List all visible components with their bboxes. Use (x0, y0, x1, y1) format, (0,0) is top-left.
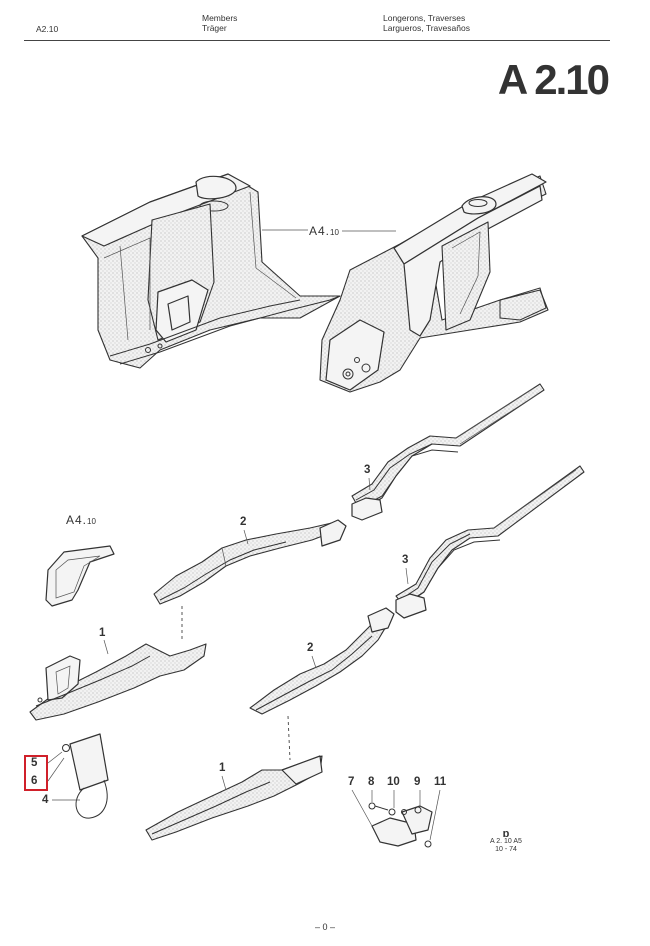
alignment-line (287, 715, 291, 761)
ref-label-small: 10 (330, 228, 339, 237)
stamp-line2: 10 - 74 (495, 846, 517, 853)
ref-label: A4. (66, 513, 88, 527)
callout-3-lower: 3 (402, 554, 409, 566)
callout-6: 6 (31, 775, 38, 787)
highlight-box (24, 755, 48, 791)
callout-10: 10 (387, 776, 400, 788)
header-title-en: Members (202, 13, 238, 23)
callout-ref-top: A4.10 (309, 224, 339, 238)
page-number: – 0 – (314, 922, 336, 932)
callout-2-lower: 2 (307, 642, 314, 654)
part-3-lower (395, 465, 585, 619)
mount-bracket-assembly (351, 789, 441, 848)
callout-4: 4 (42, 794, 49, 806)
section-code: A 2.10 (497, 56, 610, 103)
part-1-lower (145, 755, 323, 841)
ref-label-small: 10 (87, 517, 96, 526)
stamp-glyph: ɒ (502, 828, 510, 840)
header-title-de: Träger (202, 23, 227, 33)
drawing-stamp: ɒ A 2. 10 A5 10 - 74 (484, 828, 528, 854)
front-body-assembly-right (319, 173, 549, 393)
callout-5: 5 (31, 757, 38, 769)
callout-7: 7 (348, 776, 355, 788)
callout-11: 11 (434, 776, 447, 788)
callout-2-upper: 2 (240, 516, 247, 528)
callout-1-lower: 1 (219, 762, 226, 774)
callout-3-upper: 3 (364, 464, 371, 476)
part-2-upper (153, 519, 347, 605)
stamp-line1: A 2. 10 A5 (490, 838, 522, 845)
callout-8: 8 (368, 776, 375, 788)
callout-ref-left: A4.10 (66, 513, 96, 527)
callout-1-upper: 1 (99, 627, 106, 639)
part-1-upper (29, 643, 207, 721)
header-code: A2.10 (36, 24, 59, 34)
front-body-assembly-left (81, 173, 341, 369)
header-title-es: Largueros, Travesaños (383, 23, 470, 33)
part-3-upper (351, 383, 545, 521)
header-title-fr: Longerons, Traverses (383, 13, 466, 23)
ref-label: A4. (309, 224, 331, 238)
insert-panel (45, 545, 115, 607)
callout-9: 9 (414, 776, 421, 788)
callout-leaders (103, 477, 409, 791)
part-2-lower (249, 607, 395, 715)
bracket-with-loop (47, 733, 109, 819)
header-divider (24, 40, 610, 41)
